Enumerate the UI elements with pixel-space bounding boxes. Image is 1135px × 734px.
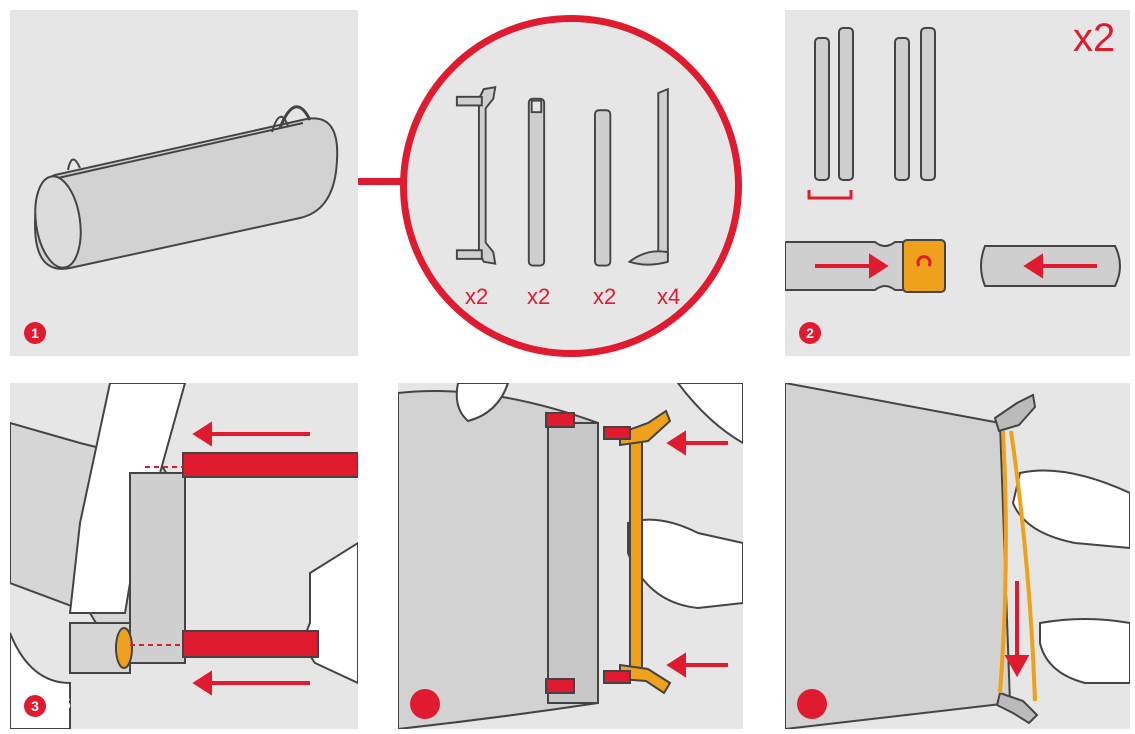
parts-illustration [455, 86, 669, 267]
step-badge-3: 3 [24, 695, 46, 717]
step-4-panel [398, 383, 743, 729]
frame-bracket-icon [455, 86, 497, 265]
step-2-multiplier: x2 [1073, 16, 1116, 60]
attach-arrows [666, 430, 728, 678]
step-3-panel: 3 4 5 [10, 383, 358, 729]
bottom-pole-red [182, 630, 319, 658]
straight-pole-icon [594, 109, 612, 267]
step-badge-2: 2 [799, 322, 821, 344]
top-pole-red [182, 452, 358, 478]
part-qty-3: x2 [593, 284, 617, 309]
tension-frame-illustration [785, 383, 1130, 729]
step-badge-5 [797, 689, 827, 719]
step-badge-1: 1 [24, 322, 46, 344]
attach-frame-illustration [398, 383, 743, 729]
carry-bag-illustration [33, 105, 339, 270]
part-qty-1: x2 [465, 284, 489, 309]
part-qty-4: x4 [657, 284, 681, 309]
orange-tension-cords [998, 430, 1037, 702]
insert-poles-illustration [10, 383, 358, 729]
step-2-panel: x2 2 [785, 10, 1130, 356]
foot-stake-icon [627, 87, 669, 266]
part-qty-2: x2 [527, 284, 551, 309]
insert-arrows [192, 421, 310, 696]
step-badge-3-trailing-text: 4 5 [50, 696, 71, 713]
step-badge-4 [410, 689, 440, 719]
orange-frame-bracket [619, 409, 672, 695]
pole-assembly-illustration [785, 27, 1121, 293]
hinged-pole-icon [527, 97, 546, 267]
step-1-panel: 1 [10, 10, 358, 356]
pull-down-arrow [1004, 581, 1030, 678]
connector-sleeve-icon [902, 239, 946, 293]
pair-bracket-mark [807, 190, 853, 200]
parts-callout-circle: x2 x2 x2 x4 [400, 15, 742, 357]
push-arrows [815, 253, 1097, 279]
callout-connector-line [358, 178, 402, 185]
step-5-panel [785, 383, 1130, 729]
